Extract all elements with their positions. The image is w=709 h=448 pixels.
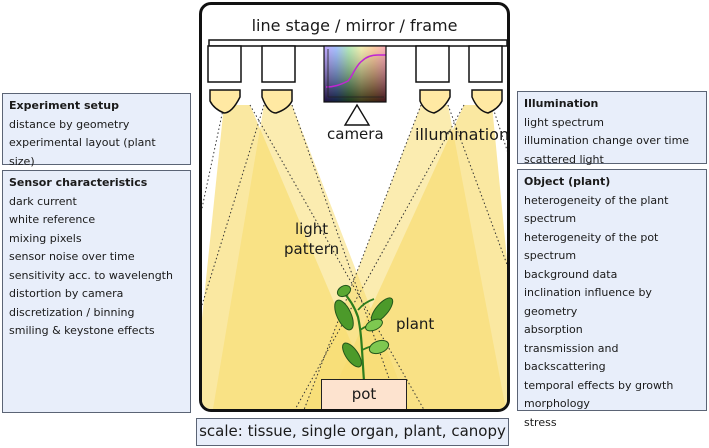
list-item: sensitivity acc. to wavelength xyxy=(9,268,173,282)
lamp-housing-4 xyxy=(468,45,503,83)
stage-drawing xyxy=(202,39,507,409)
list-item: distortion by camera xyxy=(9,287,124,300)
pot: pot xyxy=(321,379,407,409)
object-plant-heading: Object (plant) xyxy=(524,175,611,188)
light-pattern-line-2: pattern xyxy=(284,240,340,258)
list-item: experimental layout (plant size) xyxy=(9,136,156,168)
list-item: scattered light xyxy=(524,152,604,166)
illumination-panel: Illumination light spectrum illumination… xyxy=(517,91,707,166)
list-item: background data xyxy=(524,267,618,281)
list-item: heterogeneity of the pot spectrum xyxy=(524,230,659,263)
list-item: light spectrum xyxy=(524,115,604,129)
list-item: dark current xyxy=(9,194,77,208)
illumination-heading: Illumination xyxy=(524,97,599,110)
lamp-reflector-3 xyxy=(419,89,451,114)
list-item: transmission and backscattering xyxy=(524,341,619,374)
light-beam-outer-right xyxy=(324,105,507,409)
beam-edges xyxy=(202,104,507,409)
sensor-characteristics-panel: Sensor characteristics dark current whit… xyxy=(2,170,191,413)
object-plant-panel: Object (plant) heterogeneity of the plan… xyxy=(517,169,707,429)
lamp-reflector-1 xyxy=(209,89,241,114)
light-pattern-label: light pattern xyxy=(284,219,339,259)
lamp-housing-1 xyxy=(207,45,242,83)
frame-bar xyxy=(208,39,507,47)
list-item: morphology xyxy=(524,397,590,410)
experiment-setup-heading: Experiment setup xyxy=(9,99,119,112)
lamp-housing-2 xyxy=(261,45,296,83)
stage-title: line stage / mirror / frame xyxy=(251,16,458,35)
camera-spectrum xyxy=(323,45,387,103)
list-item: sensor noise over time xyxy=(9,250,135,263)
sensor-characteristics-heading: Sensor characteristics xyxy=(9,176,148,189)
lamp-reflector-2 xyxy=(261,89,293,114)
lamp-housing-3 xyxy=(415,45,450,83)
list-item: absorption xyxy=(524,323,583,336)
list-item: heterogeneity of the plant spectrum xyxy=(524,193,669,226)
plant-label: plant xyxy=(396,315,435,333)
camera-label: camera xyxy=(327,125,384,143)
list-item: inclination influence by geometry xyxy=(524,286,652,318)
illumination-label: illumination xyxy=(415,125,510,144)
list-item: smiling & keystone effects xyxy=(9,324,155,337)
lamp-reflector-4 xyxy=(471,89,503,114)
list-item: stress xyxy=(524,415,557,429)
light-pattern-line-1: light xyxy=(294,220,329,238)
list-item: illumination change over time xyxy=(524,134,690,147)
list-item: temporal effects by growth xyxy=(524,378,674,392)
list-item: white reference xyxy=(9,213,96,226)
plant-drawing xyxy=(334,284,394,382)
list-item: discretization / binning xyxy=(9,305,135,319)
spectrum-curve xyxy=(325,54,386,88)
experiment-setup-panel: Experiment setup distance by geometry ex… xyxy=(2,93,191,168)
scale-label: scale: tissue, single organ, plant, cano… xyxy=(196,418,509,446)
camera-icon xyxy=(343,103,371,126)
lamp-housings xyxy=(207,45,503,83)
list-item: distance by geometry xyxy=(9,117,130,131)
lamp-reflectors xyxy=(209,89,503,114)
list-item: mixing pixels xyxy=(9,231,82,245)
line-stage-frame: line stage / mirror / frame camera illum… xyxy=(199,2,510,412)
